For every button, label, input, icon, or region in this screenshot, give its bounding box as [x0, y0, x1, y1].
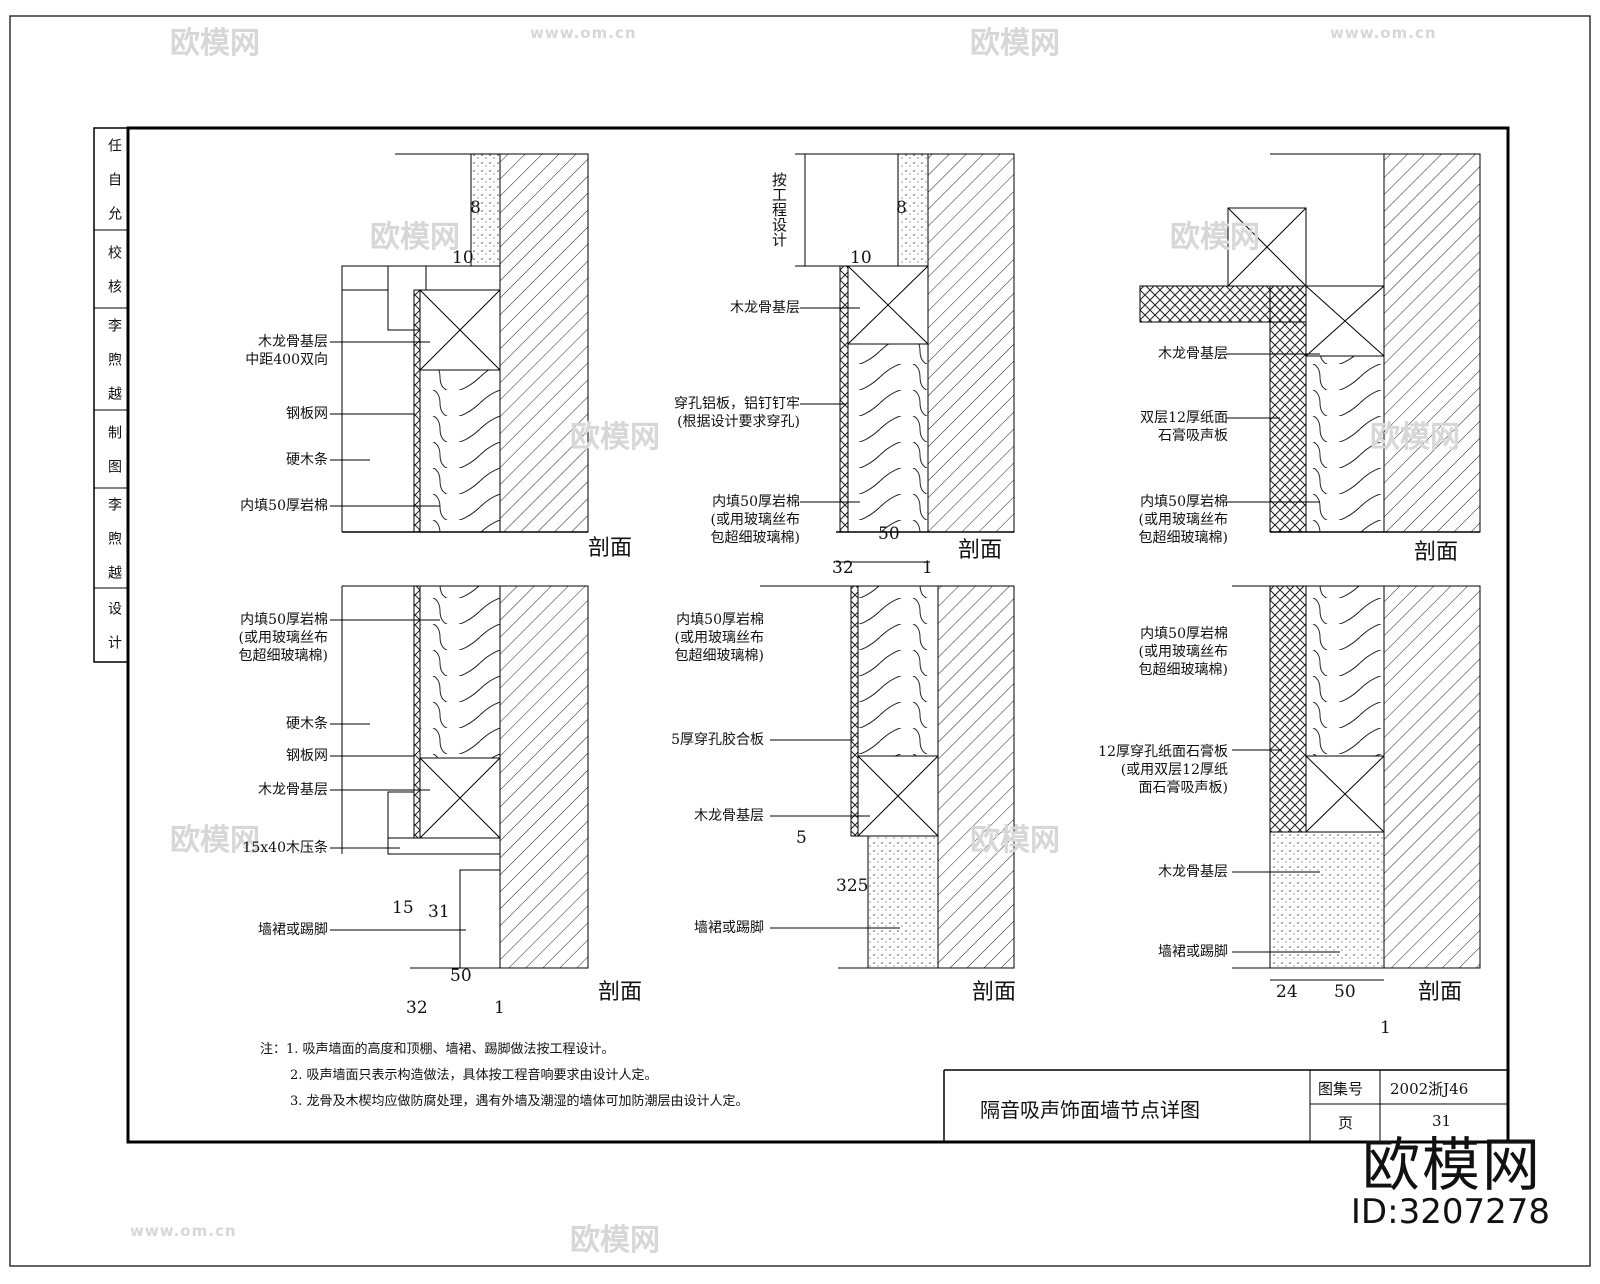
detail-4-drawing — [341, 585, 589, 969]
label: 硬木条 — [286, 716, 328, 732]
dimension: 1 — [1380, 1018, 1391, 1038]
label: 12厚穿孔纸面石膏板 — [1098, 744, 1228, 760]
dimension: 8 — [896, 198, 907, 218]
note-line: 2. 吸声墙面只表示构造做法，具体按工程音响要求由设计人定。 — [290, 1068, 658, 1083]
detail-1-drawing — [341, 153, 589, 533]
label: 木龙骨基层 — [694, 808, 764, 824]
brand-watermark: 欧模网 — [1361, 1131, 1542, 1199]
outer-frame — [9, 15, 1591, 1267]
label: 包超细玻璃棉) — [1138, 530, 1228, 546]
title-block-frame — [943, 1069, 1508, 1142]
dimension: 24 — [1276, 982, 1298, 1002]
dimension: 5 — [796, 828, 807, 848]
dimension: 50 — [1334, 982, 1356, 1002]
label: 中距400双向 — [245, 352, 328, 368]
dimension: 10 — [452, 248, 474, 268]
detail-5-drawing — [760, 585, 1015, 969]
label: 内填50厚岩棉 — [712, 494, 800, 510]
section-label: 剖面 — [972, 980, 1017, 1005]
label: 5厚穿孔胶合板 — [671, 732, 764, 748]
label: 包超细玻璃棉) — [1138, 662, 1228, 678]
section-label: 剖面 — [598, 980, 643, 1005]
label: 内填50厚岩棉 — [676, 612, 764, 628]
section-label: 剖面 — [958, 538, 1003, 563]
sidebar-cell: 任 自 允 — [106, 138, 122, 222]
section-label: 剖面 — [1418, 980, 1463, 1005]
detail-6-drawing — [1232, 585, 1481, 981]
label: (或用玻璃丝布 — [1138, 644, 1228, 660]
label: (或用玻璃丝布 — [1138, 512, 1228, 528]
dimension: 1 — [922, 558, 933, 578]
detail-3-drawing — [1139, 153, 1481, 533]
note-line: 3. 龙骨及木楔均应做防腐处理，遇有外墙及潮湿的墙体可加防潮层由设计人定。 — [290, 1094, 749, 1109]
dimension: 32 — [832, 558, 854, 578]
label: 内填50厚岩棉 — [240, 498, 328, 514]
label: 墙裙或踢脚 — [258, 922, 328, 938]
label: (或用玻璃丝布 — [238, 630, 328, 646]
sidebar-cell: 李 煦 越 — [106, 497, 122, 581]
dimension: 325 — [836, 876, 869, 896]
label: 木龙骨基层 — [1158, 346, 1228, 362]
sidebar-cell: 李 煦 越 — [106, 318, 122, 402]
label: 木龙骨基层 — [258, 334, 328, 350]
dimension: 15 — [392, 898, 414, 918]
label: 穿孔铝板，铝钉钉牢 — [674, 396, 800, 412]
label: 硬木条 — [286, 452, 328, 468]
page-label: 页 — [1338, 1114, 1354, 1132]
dimension: 10 — [850, 248, 872, 268]
label: (或用玻璃丝布 — [710, 512, 800, 528]
sidebar-cell: 设 计 — [106, 601, 122, 651]
label: 石膏吸声板 — [1158, 428, 1228, 444]
label: 墙裙或踢脚 — [1158, 944, 1228, 960]
detail-2-drawing — [795, 153, 1015, 563]
label: 15x40木压条 — [242, 840, 328, 856]
sidebar-cell: 制 图 — [106, 425, 122, 475]
label: 钢板网 — [286, 406, 328, 422]
label: (根据设计要求穿孔) — [677, 414, 800, 430]
label: (或用双层12厚纸 — [1120, 762, 1228, 778]
label: 包超细玻璃棉) — [710, 530, 800, 546]
label: 包超细玻璃棉) — [238, 648, 328, 664]
section-label: 剖面 — [588, 536, 633, 561]
label: 双层12厚纸面 — [1140, 410, 1228, 426]
dimension: 31 — [428, 902, 450, 922]
label: 内填50厚岩棉 — [240, 612, 328, 628]
label: 木龙骨基层 — [730, 300, 800, 316]
dimension: 8 — [470, 198, 481, 218]
dimension: 50 — [450, 966, 472, 986]
leader-lines — [330, 307, 1340, 953]
atlas-label: 图集号 — [1318, 1080, 1364, 1098]
drawing-title: 隔音吸声饰面墙节点详图 — [980, 1098, 1200, 1122]
label: 面石膏吸声板) — [1138, 780, 1228, 796]
label: 钢板网 — [286, 748, 328, 764]
label: (或用玻璃丝布 — [674, 630, 764, 646]
label: 木龙骨基层 — [258, 782, 328, 798]
model-id: ID:3207278 — [1350, 1192, 1550, 1232]
note-line: 注：1. 吸声墙面的高度和顶棚、墙裙、踢脚做法按工程设计。 — [260, 1042, 615, 1057]
label: 墙裙或踢脚 — [694, 920, 764, 936]
sidebar-cell: 校 核 — [106, 245, 122, 295]
signature-sidebar — [93, 127, 129, 663]
dimension: 50 — [878, 524, 900, 544]
section-label: 剖面 — [1414, 540, 1459, 565]
label: 包超细玻璃棉) — [674, 648, 764, 664]
dimension: 1 — [494, 998, 505, 1018]
label: 内填50厚岩棉 — [1140, 626, 1228, 642]
atlas-number: 2002浙J46 — [1390, 1080, 1469, 1098]
vertical-label: 按工程设计 — [770, 172, 788, 247]
page-number: 31 — [1432, 1112, 1452, 1130]
dimension: 32 — [406, 998, 428, 1018]
label: 内填50厚岩棉 — [1140, 494, 1228, 510]
label: 木龙骨基层 — [1158, 864, 1228, 880]
